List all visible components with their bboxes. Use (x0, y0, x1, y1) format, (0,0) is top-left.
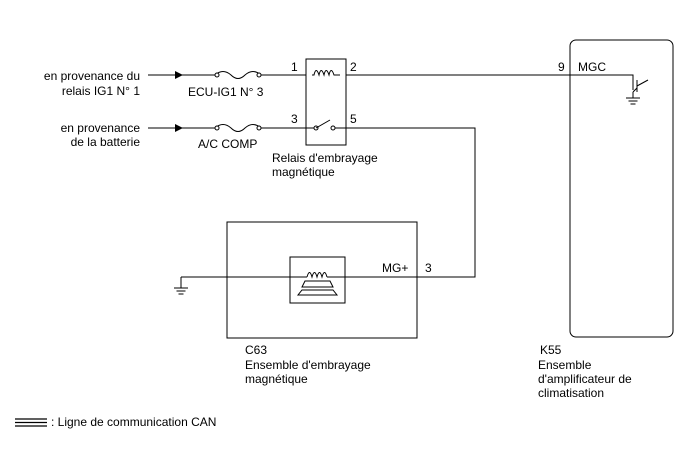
relay-pin-1: 1 (291, 60, 298, 74)
amplifier-name-line2: d'amplificateur de (538, 372, 632, 386)
arrow-ig1-icon (175, 71, 183, 79)
fuse-terminal-icon (214, 72, 220, 78)
relay-coil-icon (312, 70, 340, 77)
source-ig1-line2: relais IG1 N° 1 (62, 84, 140, 98)
relay-pin-3: 3 (291, 112, 298, 126)
clutch-pin-number: 3 (425, 261, 432, 275)
legend-text: : Ligne de communication CAN (51, 415, 216, 429)
fuse-ac-comp-label: A/C COMP (198, 137, 257, 151)
amplifier-code: K55 (540, 343, 562, 357)
can-line-legend-icon (15, 418, 47, 427)
arrow-battery-icon (175, 124, 183, 132)
fuse-terminal-icon (256, 125, 262, 131)
relay-switch-icon (315, 119, 331, 129)
clutch-inner-box (289, 256, 346, 304)
wire-ig1 (148, 71, 306, 79)
ground-icon (174, 277, 188, 295)
clutch-pin-label: MG+ (382, 261, 408, 275)
wire-battery (148, 124, 306, 132)
clutch-name-line2: magnétique (245, 372, 308, 386)
amplifier-name-line3: climatisation (538, 386, 604, 400)
amplifier-pin-number: 9 (558, 60, 565, 74)
relay-name-line2: magnétique (272, 165, 335, 179)
source-ig1-line1: en provenance du (44, 69, 140, 83)
fuse-ecu-ig1-label: ECU-IG1 N° 3 (188, 85, 264, 99)
fuse-terminal-icon (256, 72, 262, 78)
relay-pin-2: 2 (350, 60, 357, 74)
wire-relay-to-clutch (346, 127, 476, 278)
amplifier-name-line1: Ensemble (538, 358, 592, 372)
clutch-code: C63 (245, 343, 267, 357)
clutch-name-line1: Ensemble d'embrayage (245, 358, 371, 372)
clutch-coil-icon (306, 272, 328, 279)
source-battery-line1: en provenance (61, 121, 141, 135)
amplifier-pin-label: MGC (578, 60, 606, 74)
relay-box (305, 58, 347, 146)
relay-pin-5: 5 (350, 112, 357, 126)
source-battery-line2: de la batterie (71, 135, 141, 149)
fuse-terminal-icon (214, 125, 220, 131)
relay-name-line1: Relais d'embrayage (272, 151, 378, 165)
amplifier-box (569, 39, 674, 338)
transistor-icon (570, 74, 649, 105)
clutch-plate-icon (296, 280, 339, 296)
